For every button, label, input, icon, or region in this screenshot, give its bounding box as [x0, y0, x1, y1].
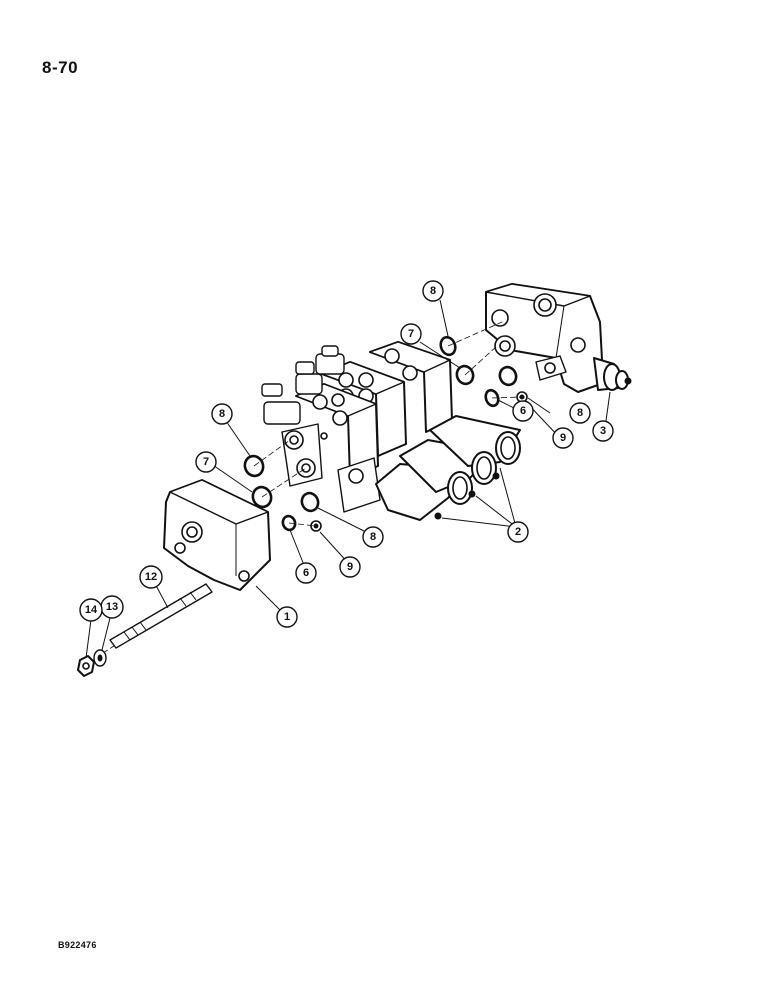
- callout-8-inlet-top: 8: [211, 403, 233, 425]
- tie-bolt-washer: [93, 649, 107, 667]
- callout-label: 8: [430, 285, 436, 297]
- callout-7-outlet: 7: [400, 323, 422, 345]
- callout-1-inlet-cover: 1: [276, 606, 298, 628]
- o-rings: [243, 335, 518, 532]
- callout-8-outlet-side: 8: [569, 402, 591, 424]
- callout-label: 9: [560, 432, 566, 444]
- callout-2-spool-caps: 2: [507, 521, 529, 543]
- callout-13-washer: 13: [100, 595, 124, 619]
- callout-label: 6: [303, 567, 309, 579]
- figure-code: B922476: [58, 940, 97, 950]
- callout-label: 8: [577, 407, 583, 419]
- callout-label: 3: [600, 425, 606, 437]
- callout-label: 13: [106, 601, 118, 613]
- callout-label: 8: [370, 531, 376, 543]
- callout-8-inlet-side: 8: [362, 526, 384, 548]
- callout-6-inlet: 6: [295, 562, 317, 584]
- inlet-face-ports: [281, 423, 381, 513]
- outlet-end-cover: [485, 283, 603, 393]
- callout-12-tie-bolt: 12: [139, 565, 163, 589]
- callout-label: 7: [408, 328, 414, 340]
- inlet-end-cover: [163, 479, 271, 591]
- spool-handle-ends: [261, 345, 345, 425]
- callout-label: 7: [203, 456, 209, 468]
- callout-label: 14: [85, 604, 98, 616]
- callout-8-outlet-top: 8: [422, 280, 444, 302]
- callout-7-inlet: 7: [195, 451, 217, 473]
- valve-section-3: [369, 341, 453, 433]
- callout-label: 8: [219, 408, 225, 420]
- callout-14-nut: 14: [79, 598, 103, 622]
- spool-caps: [375, 415, 521, 521]
- callout-9-outlet: 9: [552, 427, 574, 449]
- relief-valve-cartridge: [593, 357, 632, 391]
- tie-bolt: [109, 583, 213, 649]
- callout-6-outlet: 6: [512, 400, 534, 422]
- callout-label: 1: [284, 611, 290, 623]
- callout-label: 6: [520, 405, 526, 417]
- tie-bolt-nut: [77, 655, 95, 677]
- callout-label: 9: [347, 561, 353, 573]
- callout-label: 12: [145, 571, 157, 583]
- callout-3-relief-valve: 3: [592, 420, 614, 442]
- callout-label: 2: [515, 526, 521, 538]
- callout-9-inlet: 9: [339, 556, 361, 578]
- page-number: 8-70: [42, 58, 79, 77]
